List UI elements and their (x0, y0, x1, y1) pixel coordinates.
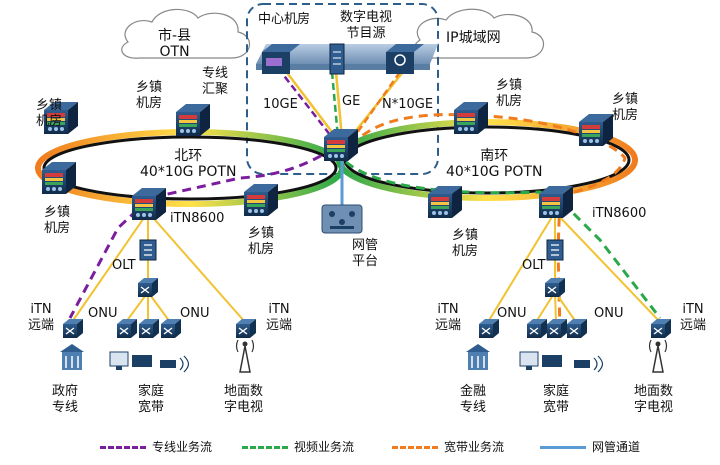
onu-left1-label: ONU (88, 306, 118, 321)
town-device-north-top (176, 104, 210, 136)
home-pc-icon-left (109, 351, 190, 373)
itn-remote-right1-device (478, 318, 500, 339)
link-n10ge-label: N*10GE (382, 97, 434, 112)
right-access-links (487, 211, 661, 323)
olt-left-device (139, 239, 157, 261)
nms-platform-device (321, 204, 363, 234)
core-device (324, 129, 358, 161)
onu-right1-label: ONU (497, 306, 527, 321)
nms-platform-label: 网管 平台 (352, 238, 379, 269)
town-device-south-bottom (428, 186, 462, 218)
olt-right-label: OLT (522, 258, 546, 273)
bras-device (386, 44, 424, 74)
itn8600-left-device (132, 188, 166, 220)
legend-label-management: 网管通道 (592, 440, 641, 454)
cloud-otn (121, 8, 250, 59)
north-ring-label: 北环 40*10G POTN (140, 148, 237, 180)
town-room-left-top-label: 乡镇 机房 (36, 98, 63, 129)
itn-remote-right2-device (650, 318, 672, 339)
center-room-box (246, 3, 439, 175)
onu-right2-label: ONU (594, 306, 624, 321)
olt-right-device (546, 239, 564, 261)
itn8600-left-label: iTN8600 (170, 211, 225, 226)
link-ge-label: GE (342, 94, 361, 109)
itn-remote-l2-label: iTN 远端 (266, 302, 293, 333)
home-broadband-right-label: 家庭 宽带 (543, 384, 570, 415)
legend-label-video: 视频业务流 (294, 440, 355, 454)
legend-swatch-video (242, 446, 288, 449)
dedicated-flow (68, 146, 335, 319)
onu-left2-label: ONU (180, 306, 210, 321)
itn-remote-l1-label: iTN 远端 (28, 302, 55, 333)
tv-source-device (329, 43, 345, 75)
legend-swatch-management (540, 446, 586, 449)
town-room-left-mid-label: 乡镇 机房 (136, 80, 163, 111)
town-device-south-top (454, 102, 488, 134)
town-room-right-top2-label: 乡镇 机房 (612, 92, 639, 123)
itn-remote-r2-label: iTN 远端 (680, 302, 707, 333)
onu-right-device1 (526, 318, 548, 339)
splitter-right (544, 277, 566, 298)
dedicated-aggregation-label: 专线 汇聚 (202, 66, 229, 97)
town-room-south-bottom-label: 乡镇 机房 (452, 228, 479, 259)
terrestrial-tv-left-label: 地面数 字电视 (224, 384, 264, 415)
itn-remote-left1-device (62, 318, 84, 339)
legend-swatch-broadband (392, 446, 438, 449)
center-room-device (262, 44, 300, 74)
north-ring-inner (42, 135, 338, 201)
legend-label-dedicated: 专线业务流 (152, 440, 213, 454)
tv-tower-icon-right (648, 339, 668, 373)
finance-line-label: 金融 专线 (460, 384, 487, 415)
broadband-flow (350, 113, 627, 331)
legend: 专线业务流 视频业务流 宽带业务流 网管通道 (100, 438, 700, 456)
itn-remote-r1-label: iTN 远端 (435, 302, 462, 333)
town-room-left-bottom-label: 乡镇 机房 (44, 205, 71, 236)
itn-remote-left2-device (235, 318, 257, 339)
onu-left-device2 (138, 318, 160, 339)
home-broadband-left-label: 家庭 宽带 (138, 384, 165, 415)
home-pc-icon-right (519, 351, 604, 373)
town-room-north-bottom-label: 乡镇 机房 (248, 226, 275, 257)
digital-tv-source-label: 数字电视 节目源 (340, 10, 393, 41)
town-device-north-bottom (244, 184, 278, 216)
onu-right-device3 (566, 318, 588, 339)
legend-swatch-dedicated (100, 446, 146, 449)
onu-left-device1 (116, 318, 138, 339)
cloud-otn-label: 市-县 OTN (158, 28, 192, 60)
gov-line-label: 政府 专线 (52, 384, 79, 415)
town-device-left-bottom (42, 162, 76, 194)
legend-label-broadband: 宽带业务流 (444, 440, 505, 454)
town-room-right-top1-label: 乡镇 机房 (496, 78, 523, 109)
onu-right-device2 (546, 318, 568, 339)
link-10ge-label: 10GE (263, 97, 298, 112)
cloud-ip-label: IP城域网 (446, 30, 501, 46)
itn8600-right-device (539, 186, 573, 218)
olt-left-label: OLT (112, 258, 136, 273)
tv-tower-icon-left (235, 339, 255, 373)
south-ring-label: 南环 40*10G POTN (446, 148, 543, 180)
splitter-left (137, 277, 159, 298)
itn8600-right-label: iTN8600 (592, 206, 647, 221)
onu-left-device3 (160, 318, 182, 339)
center-room-label: 中心机房 (258, 12, 311, 27)
terrestrial-tv-right-label: 地面数 字电视 (634, 384, 674, 415)
finance-building-icon (466, 344, 490, 370)
gov-building-icon (60, 344, 84, 370)
town-device-south-right (579, 114, 613, 146)
